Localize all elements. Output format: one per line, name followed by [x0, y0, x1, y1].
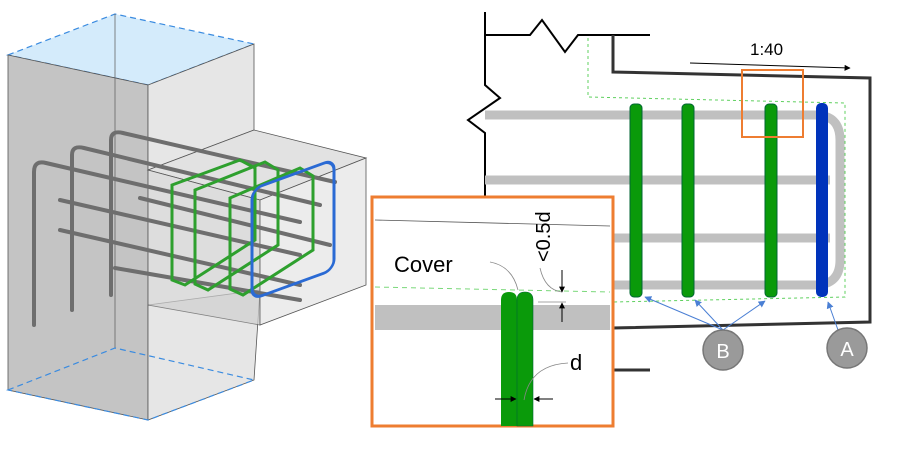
- d-label: d: [570, 350, 582, 375]
- section-drawing: 1:40 B A: [466, 12, 872, 372]
- slope-arrow: [689, 62, 851, 71]
- stirrup-a: [816, 103, 828, 297]
- detail-highlight-box: [741, 69, 804, 138]
- beam-top-line: [374, 219, 611, 227]
- d-leader: [523, 362, 569, 401]
- scale-label: 1:40: [750, 40, 783, 59]
- stirrup-b-3: [764, 103, 778, 298]
- stirrups-b: [629, 103, 778, 298]
- end-stirrup-3d: [250, 160, 336, 298]
- cover-dashed-line: [374, 286, 611, 293]
- cover-leader: [489, 261, 519, 291]
- column-front-face: [7, 54, 149, 421]
- marker-b: B: [702, 329, 744, 371]
- cover-detail-inset: Cover <0.5d d: [370, 195, 615, 428]
- column-top-face: [5, 13, 257, 86]
- cover-label: Cover: [394, 252, 453, 277]
- stirrup-bar: [501, 291, 534, 427]
- column-outline: [466, 12, 502, 200]
- marker-a: A: [826, 327, 868, 369]
- stirrup-b-2: [681, 103, 695, 298]
- stirrup-b-1: [629, 103, 643, 298]
- longitudinal-bar: [375, 305, 610, 330]
- leader-lines: [644, 296, 839, 331]
- marker-a-label: A: [840, 339, 854, 361]
- marker-b-label: B: [716, 341, 729, 363]
- half-d-label: <0.5d: [533, 211, 555, 262]
- longitudinal-rebars: [32, 130, 337, 327]
- isometric-3d-view: [5, 13, 368, 421]
- green-stirrups-3d: [170, 158, 315, 297]
- column-top-break: [485, 18, 650, 54]
